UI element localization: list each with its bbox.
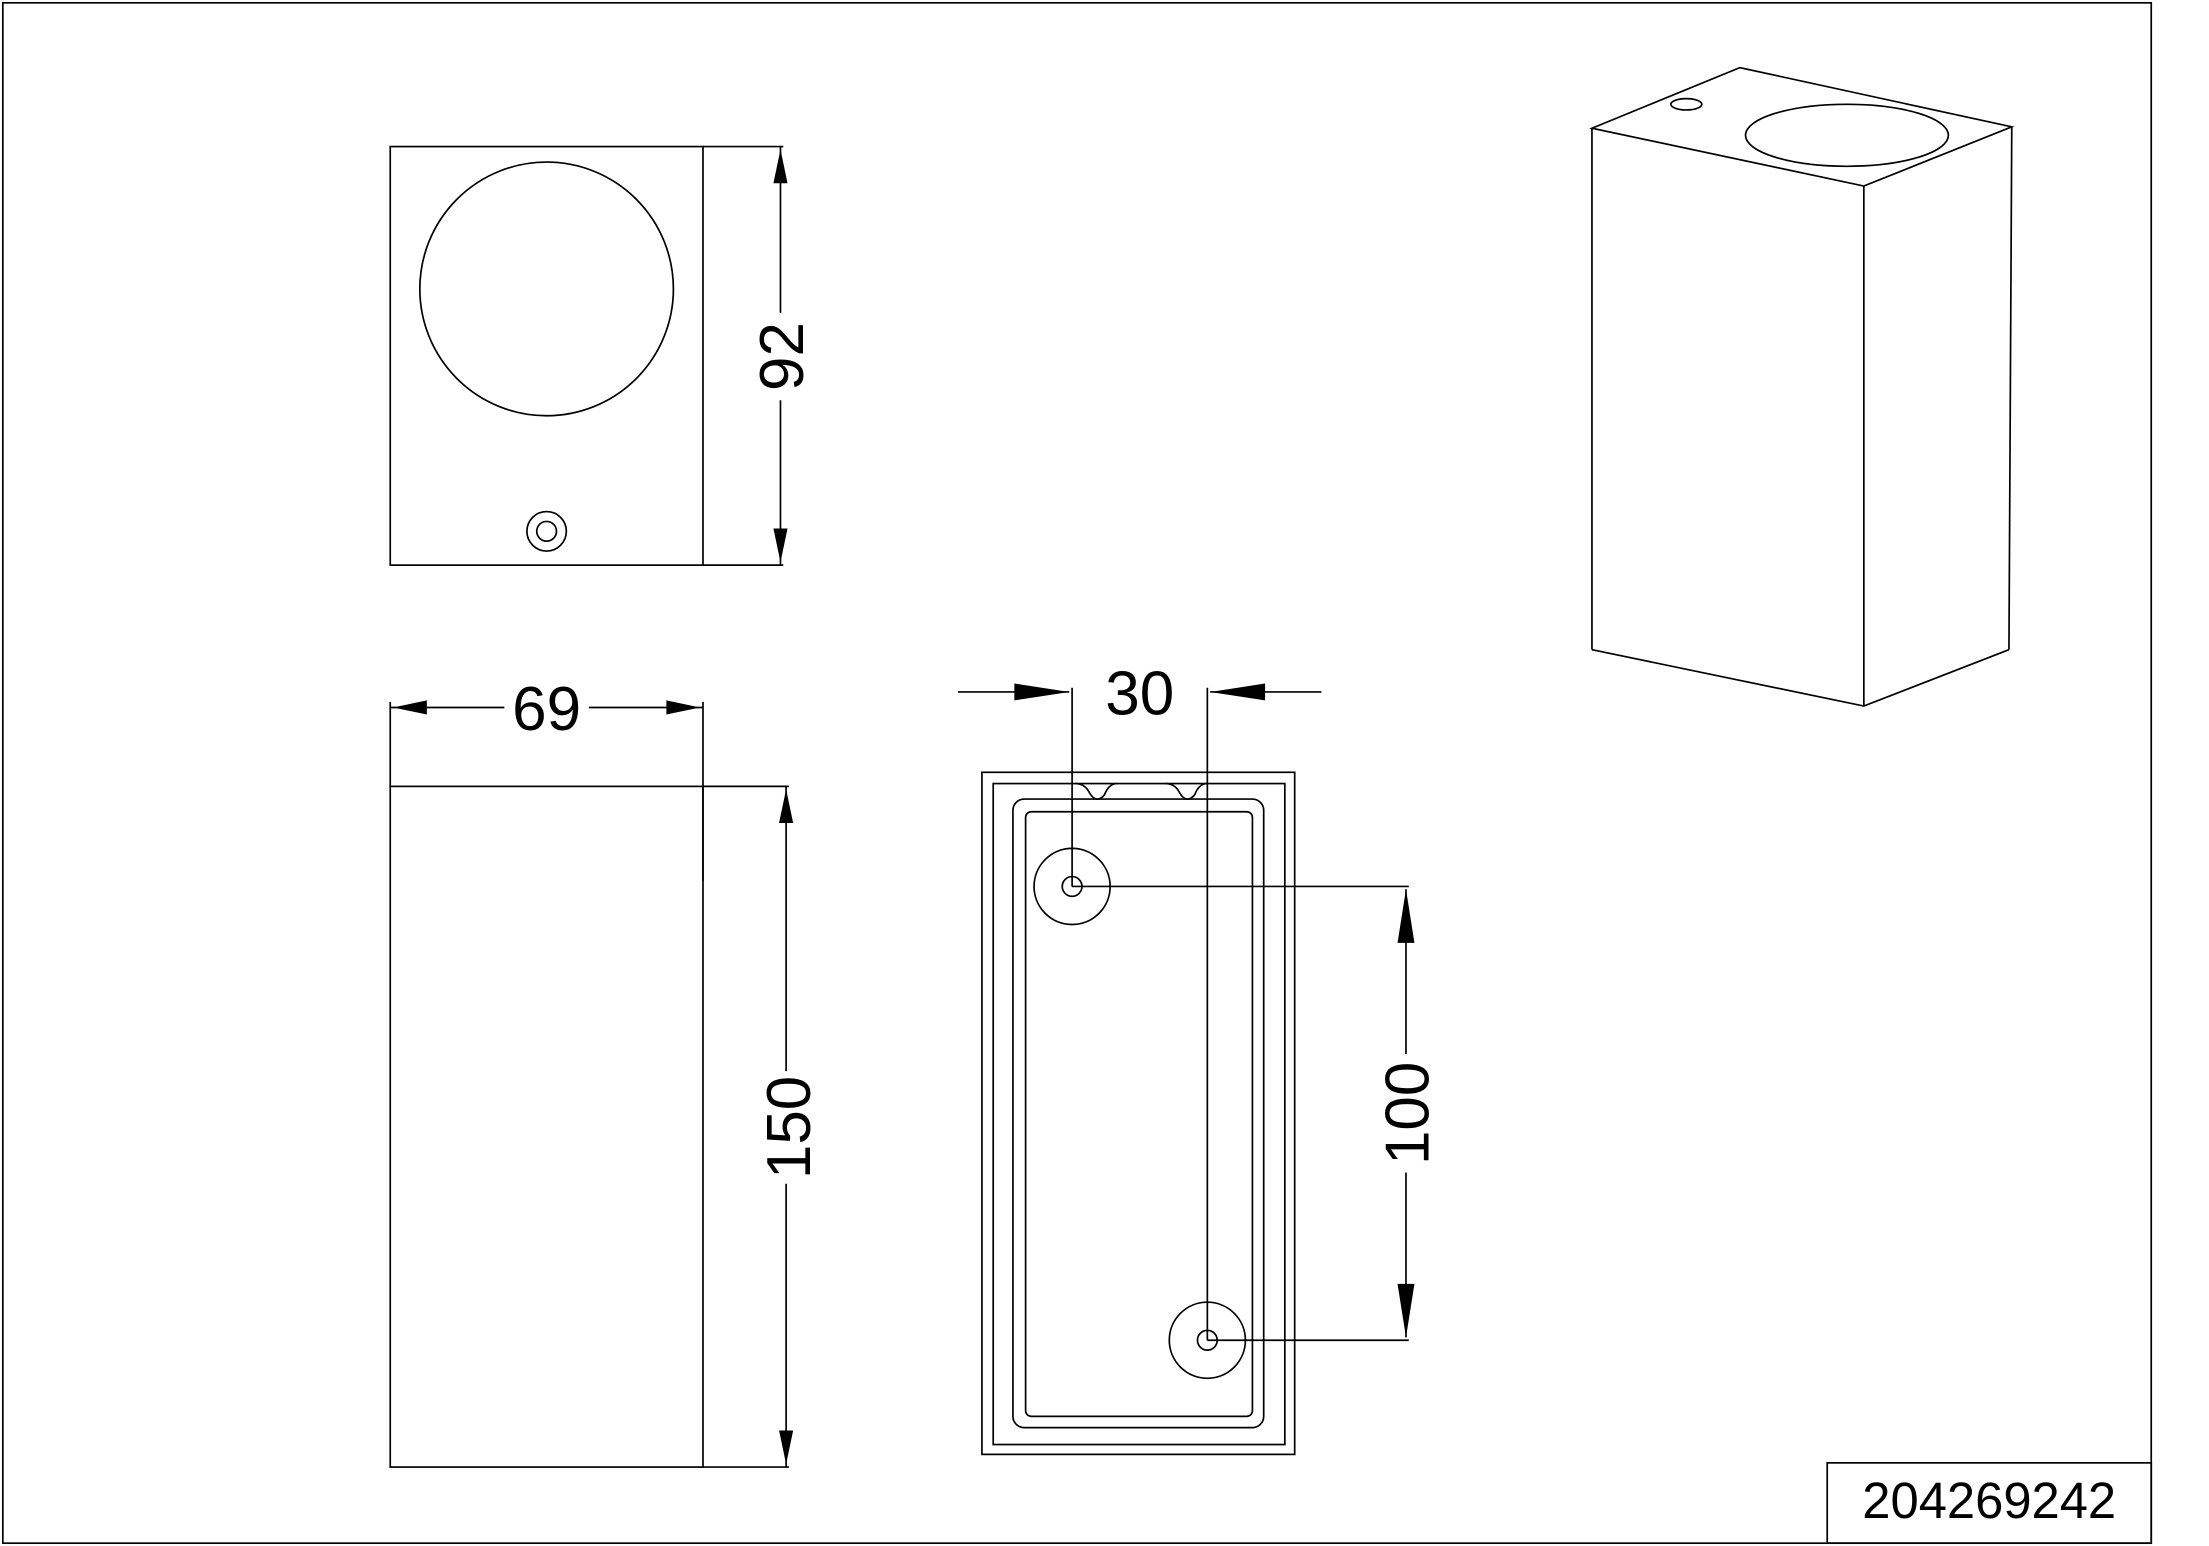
sheet-border — [1, 1, 2153, 1545]
dimension-150: 150 — [755, 1076, 824, 1179]
front-view: 69 150 — [389, 675, 824, 1468]
dimension-100: 100 — [1374, 1062, 1443, 1165]
title-block: 204269242 — [1826, 1462, 2153, 1545]
iso-light-aperture — [1744, 103, 1950, 168]
dimension-92: 92 — [748, 322, 817, 391]
dimension-30: 30 — [1105, 660, 1174, 729]
top-view: 92 — [389, 145, 817, 566]
sensor-ring — [526, 510, 568, 552]
light-aperture — [418, 161, 675, 417]
iso-sensor — [1669, 97, 1703, 111]
back-view: 30 100 — [957, 660, 1443, 1456]
dimension-69: 69 — [512, 675, 581, 744]
isometric-view — [1589, 66, 2015, 707]
article-number: 204269242 — [1862, 1472, 2116, 1529]
